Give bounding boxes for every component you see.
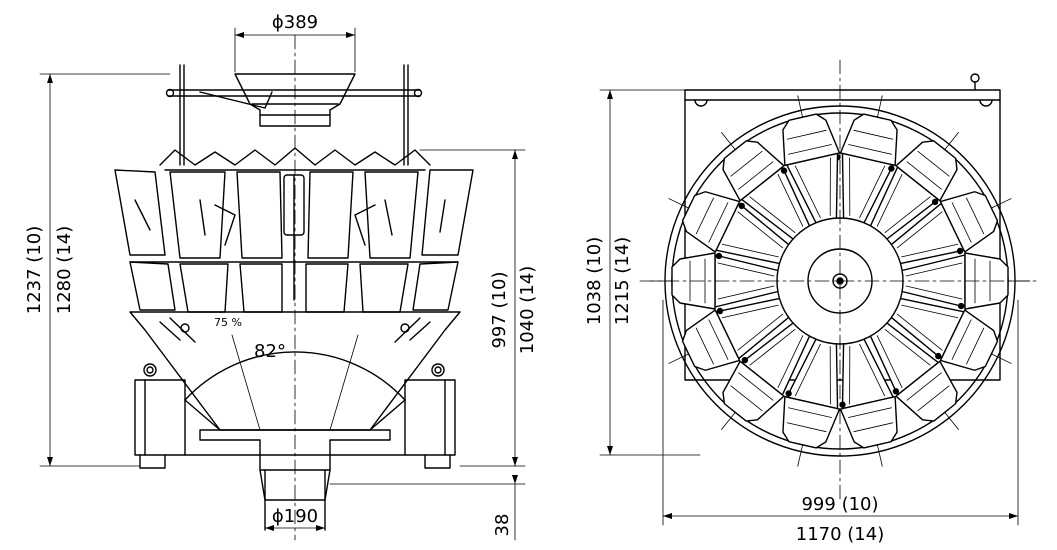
top-view: 1038 (10) 1215 (14) 999 (10) 1170 (14) <box>584 59 1041 545</box>
bucket-ring <box>649 95 1031 467</box>
discharge-cone <box>129 311 461 531</box>
weigh-bucket <box>839 336 900 467</box>
label-body-height-10: 997 (10) <box>489 271 510 348</box>
weigh-bucket <box>668 191 791 265</box>
dim-top-width <box>662 299 1019 526</box>
dim-inlet-diameter <box>234 27 356 73</box>
label-foot-height: 38 <box>492 514 513 537</box>
frame-legs <box>134 363 456 469</box>
weigh-bucket <box>868 320 959 430</box>
label-body-height-14: 1040 (14) <box>517 266 538 354</box>
weigh-bucket <box>721 132 812 242</box>
label-outlet-diameter: ϕ190 <box>272 506 318 527</box>
dim-total-height <box>39 73 171 467</box>
weigh-bucket <box>780 95 841 226</box>
label-total-height-10: 1237 (10) <box>24 226 45 314</box>
label-top-width-10: 999 (10) <box>801 494 878 515</box>
dim-body-height <box>329 149 526 541</box>
weigh-bucket <box>668 297 791 371</box>
label-total-height-14: 1280 (14) <box>54 226 75 314</box>
inlet-funnel <box>165 64 423 166</box>
weigh-bucket <box>889 191 1012 265</box>
feed-pans <box>159 147 431 171</box>
label-inlet-diameter: ϕ389 <box>272 12 318 33</box>
label-chute-percent: 75 % <box>214 316 242 329</box>
label-top-depth-10: 1038 (10) <box>584 237 605 325</box>
label-top-width-14: 1170 (14) <box>796 524 884 545</box>
weigh-bucket <box>889 297 1012 371</box>
upper-hoppers <box>114 169 474 301</box>
front-view: ϕ389 ϕ190 1237 (10) 1280 (14) 997 (10) 1… <box>24 12 538 541</box>
dim-outlet-diameter <box>264 525 326 531</box>
label-chute-angle: 82° <box>254 341 286 362</box>
weigh-bucket <box>868 132 959 242</box>
dim-top-depth <box>599 89 701 456</box>
label-top-depth-14: 1215 (14) <box>612 237 633 325</box>
